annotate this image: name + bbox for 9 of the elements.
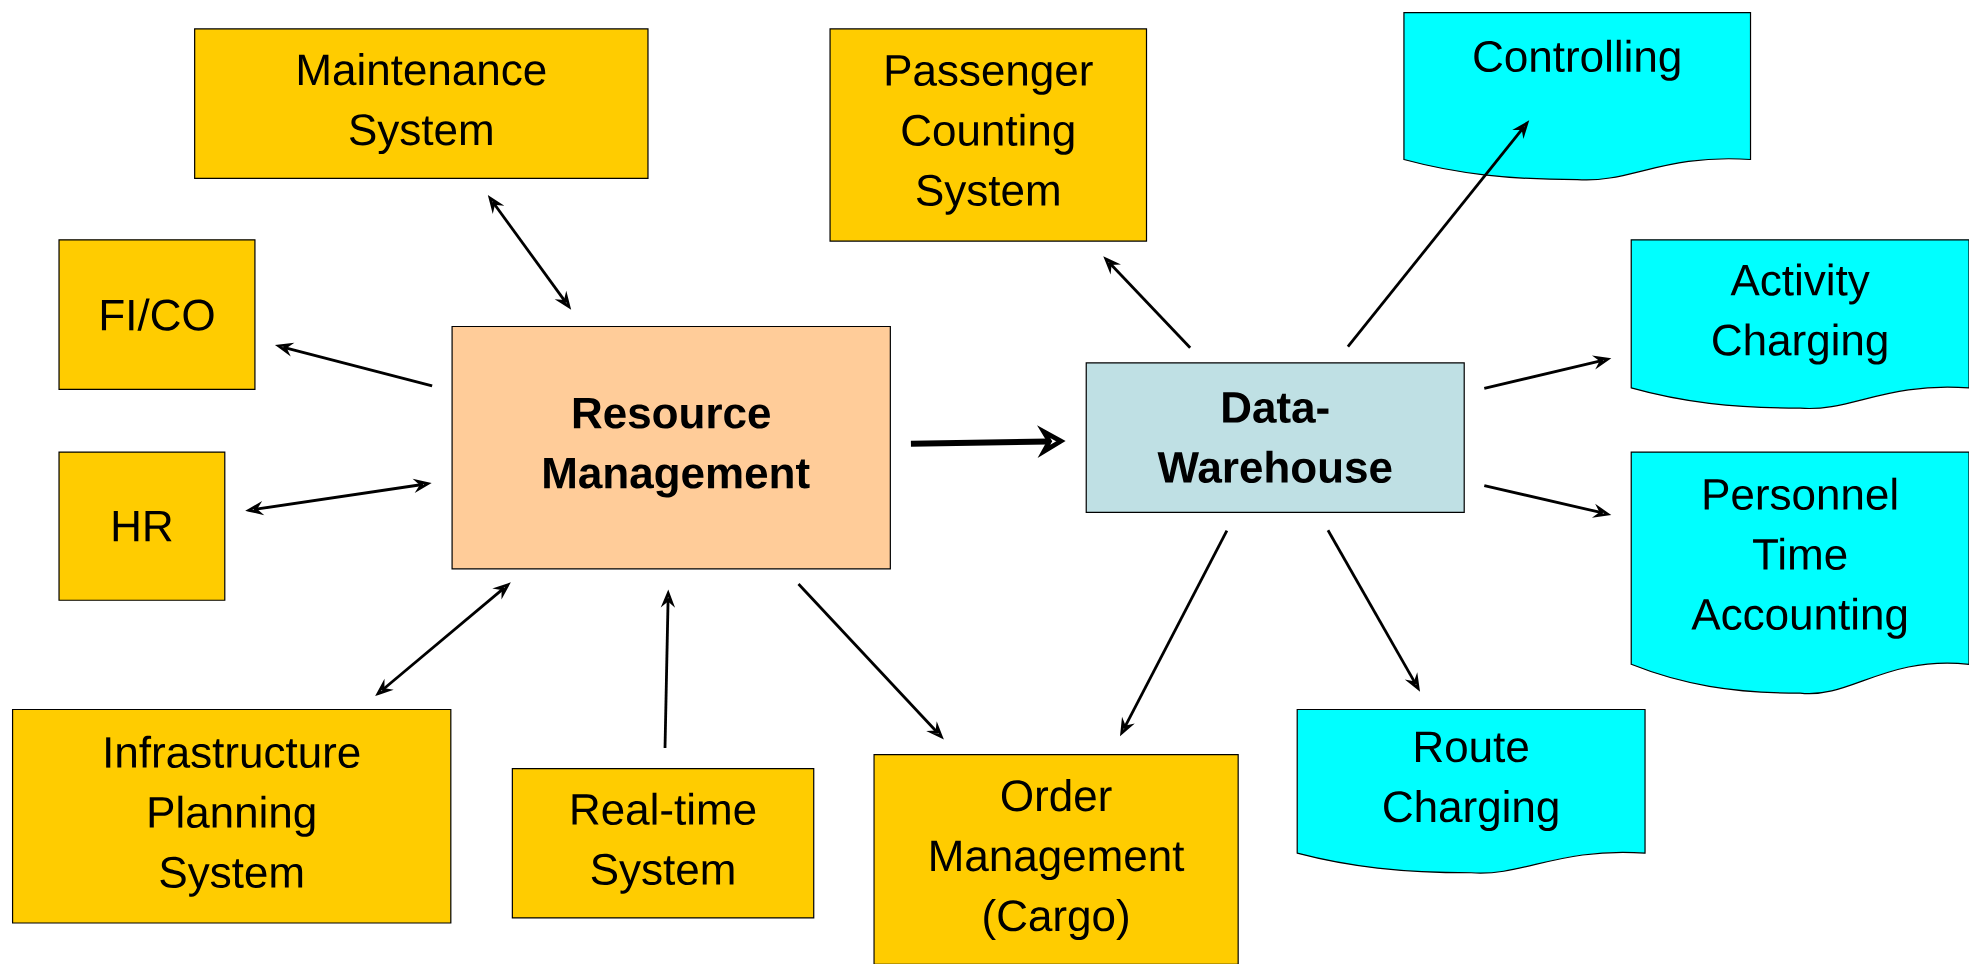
process-box: Maintenance System [194, 28, 649, 179]
process-box: Infrastructure Planning System [11, 708, 452, 924]
process-box: FI/CO [58, 239, 256, 390]
process-box: Resource Management [451, 325, 891, 570]
process-box: Real-time System [511, 767, 815, 919]
process-box: HR [58, 451, 226, 601]
process-box: Order Management (Cargo) [873, 753, 1239, 964]
process-box: Data-Warehouse [1085, 362, 1465, 513]
process-box: Passenger Counting System [829, 28, 1148, 242]
